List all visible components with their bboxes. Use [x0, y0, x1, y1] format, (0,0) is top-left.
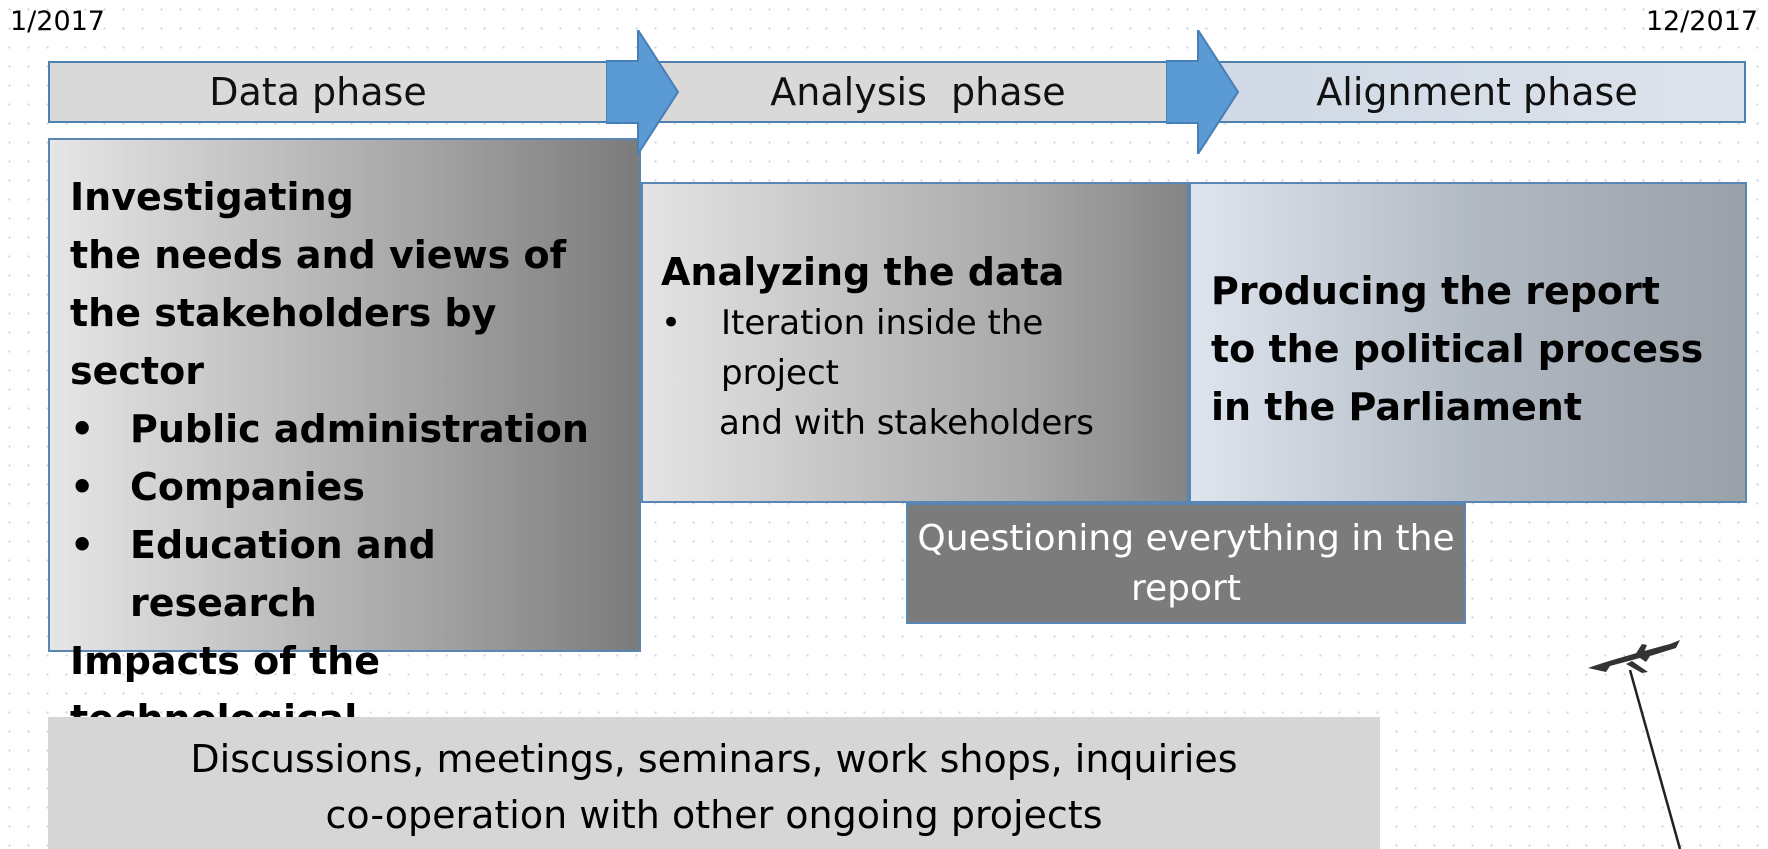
data-heading-1: Investigating	[70, 175, 354, 219]
phase-bar-analysis: Analysis phase	[628, 61, 1188, 123]
discussion-line-2: co-operation with other ongoing projects	[325, 793, 1103, 837]
sector-item: Companies	[70, 458, 630, 516]
analysis-bullet-continuation: and with stakeholders	[719, 403, 1094, 443]
data-phase-box: Investigating the needs and views of the…	[48, 138, 641, 799]
alignment-text: Producing the report to the political pr…	[1211, 269, 1704, 429]
arrow-right-icon	[1166, 30, 1240, 154]
questioning-text: Questioning everything in the report	[917, 517, 1455, 609]
analysis-bullet: • Iteration inside the project	[661, 298, 1181, 398]
discussion-line-1: Discussions, meetings, seminars, work sh…	[190, 737, 1238, 781]
phase-label: Data phase	[209, 70, 427, 114]
analysis-phase-box: Analyzing the data • Iteration inside th…	[641, 182, 1189, 503]
phase-label: Analysis phase	[770, 70, 1066, 114]
alignment-phase-box: Producing the report to the political pr…	[1189, 182, 1747, 503]
airplane-icon	[1588, 640, 1682, 849]
arrow-right-icon	[606, 30, 680, 154]
discussion-box: Discussions, meetings, seminars, work sh…	[48, 717, 1380, 849]
phase-bar-alignment: Alignment phase	[1188, 61, 1746, 123]
phase-bar-data: Data phase	[48, 61, 628, 123]
end-date: 12/2017	[1645, 6, 1758, 37]
analysis-heading: Analyzing the data	[661, 250, 1065, 294]
analysis-bullet-line: Iteration inside the project	[721, 303, 1044, 393]
data-heading-2: the needs and views of the stakeholders …	[70, 233, 567, 393]
questioning-box: Questioning everything in the report	[906, 503, 1466, 624]
start-date: 1/2017	[10, 6, 105, 37]
sector-list: Public administration Companies Educatio…	[70, 400, 630, 632]
sector-item: Education and research	[70, 516, 630, 632]
phase-label: Alignment phase	[1316, 70, 1638, 114]
sector-item: Public administration	[70, 400, 630, 458]
